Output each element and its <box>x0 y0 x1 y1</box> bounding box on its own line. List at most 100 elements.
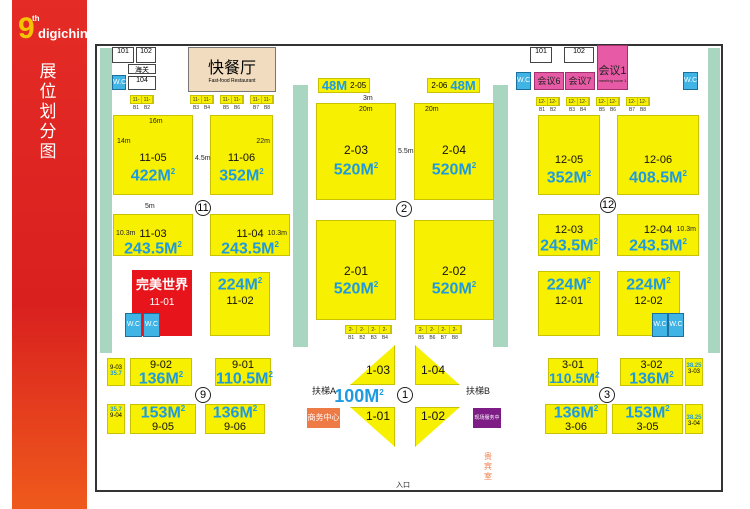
strip-booth[interactable]: 2-B8 <box>450 326 461 341</box>
booth-12-04[interactable]: 12-04 10.3m 243.5M2 <box>617 214 699 256</box>
booth-id: 2-03 <box>343 143 369 157</box>
booth-9-01[interactable]: 9-01 110.5M2 <box>215 358 273 388</box>
strip-booth[interactable]: 11-B3 <box>191 96 202 111</box>
booth-3-01[interactable]: 3-01 110.5M2 <box>548 358 599 386</box>
booth-area: 243.5 <box>540 237 581 255</box>
booth-11-01[interactable]: 完美世界 11-01 <box>132 270 192 336</box>
strip-booth[interactable]: 2-B3 <box>369 326 380 341</box>
strip-booth[interactable]: 2-B2 <box>357 326 369 341</box>
booth-2-03[interactable]: 20m 2-03 520M2 <box>316 103 396 200</box>
booth-3-06[interactable]: 136M2 3-06 <box>545 404 607 434</box>
strip-booth[interactable]: 11-B6 <box>232 96 243 111</box>
fast-food-en: Fast-food Restaurant <box>208 78 256 84</box>
booth-area: 408.5 <box>629 169 670 187</box>
unit-sup: 2 <box>274 240 279 249</box>
booth-11-03[interactable]: 11-03 10.3m 243.5M2 <box>113 214 193 258</box>
unit-sup: 2 <box>180 404 186 413</box>
unit-sup: 2 <box>666 276 671 285</box>
booth-2-06[interactable]: 2-06 48M <box>427 78 480 93</box>
strip-booth[interactable]: 11-B2 <box>142 96 153 111</box>
strip-booth[interactable]: 11-B5 <box>221 96 232 111</box>
hall-9-marker: 9 <box>195 387 211 403</box>
strip-booth[interactable]: 12-B8 <box>638 98 649 113</box>
unit-sup: 2 <box>665 404 670 413</box>
booth-area: 520 <box>333 280 361 298</box>
fast-food-restaurant: 快餐厅 Fast-food Restaurant <box>188 47 276 92</box>
booth-area: 110.5 <box>216 370 256 388</box>
booth-11-06[interactable]: 11-06 352M2 22m <box>210 115 273 195</box>
unit: M <box>655 370 670 388</box>
booth-id: 3-06 <box>564 421 588 433</box>
strip-booth[interactable]: 12-B3 <box>567 98 578 113</box>
strip-booth[interactable]: 12-B5 <box>597 98 608 113</box>
strip-booth[interactable]: 12-B2 <box>548 98 559 113</box>
strip-booth[interactable]: 11-B4 <box>202 96 213 111</box>
strip-booth[interactable]: 12-B1 <box>537 98 548 113</box>
booth-9-05[interactable]: 153M2 9-05 <box>130 404 196 434</box>
booth-id: 3-04 <box>687 421 700 427</box>
booth-2-04[interactable]: 20m 2-04 520M2 <box>414 103 494 200</box>
unit-sup: 2 <box>593 237 598 246</box>
dim: 10.3m <box>676 226 696 233</box>
booth-2-01[interactable]: 2-01 520M2 <box>316 220 396 320</box>
booth-11-05[interactable]: 11-05 422M2 16m 14m <box>113 115 193 195</box>
booth-area: 153 <box>140 404 168 422</box>
green-strip <box>708 48 720 353</box>
booth-area: 520 <box>333 161 361 179</box>
booth-9-02[interactable]: 9-02 136M2 <box>130 358 192 387</box>
booth-11-02[interactable]: 224M2 11-02 <box>210 272 270 336</box>
booth-area: 136 <box>212 404 240 422</box>
strip-booth[interactable]: 2-B7 <box>439 326 450 341</box>
unit: M <box>245 167 260 185</box>
unit: M <box>652 276 667 294</box>
room-101: 101 <box>112 47 134 63</box>
unit: M <box>244 276 258 294</box>
booth-id: 9-05 <box>151 421 175 433</box>
booth-12-01[interactable]: 224M2 12-01 <box>538 271 600 336</box>
booth-id: 1-04 <box>420 363 446 377</box>
booth-id: 11-01 <box>149 297 175 308</box>
booth-3-05[interactable]: 153M2 3-05 <box>612 404 683 434</box>
booth-id: 1-01 <box>365 409 391 423</box>
booth-12-05[interactable]: 12-05 352M2 <box>538 115 600 195</box>
booth-id: 2-01 <box>343 264 369 278</box>
booth-11-04[interactable]: 11-04 10.3m 243.5M2 <box>210 214 290 257</box>
strip-booth[interactable]: 11-B1 <box>131 96 142 111</box>
strip-booth[interactable]: 2-B5 <box>416 326 428 341</box>
booth-3-02[interactable]: 3-02 136M2 <box>620 358 683 388</box>
booth-9-06[interactable]: 136M2 9-06 <box>205 404 265 434</box>
strip-booth[interactable]: 12-B7 <box>627 98 638 113</box>
strip-booth[interactable]: 2-B6 <box>427 326 439 341</box>
booth-id: 11-03 <box>139 228 167 240</box>
booth-2-05[interactable]: 48M 2-05 <box>318 78 370 93</box>
strip-booth[interactable]: 11-B7 <box>251 96 262 111</box>
hall-1-area: 100M2 <box>328 387 390 405</box>
strip-booth[interactable]: 2-B1 <box>346 326 358 341</box>
booth-area: 243.5 <box>124 240 165 258</box>
strip-booth[interactable]: 11-B8 <box>262 96 273 111</box>
strip-booth[interactable]: 12-B6 <box>608 98 619 113</box>
booth-12-06[interactable]: 12-06 408.5M2 <box>617 115 699 195</box>
booth-area: 224 <box>217 276 245 294</box>
strip-booth[interactable]: 12-B4 <box>578 98 589 113</box>
unit: M <box>167 404 181 422</box>
booth-area: 100 <box>334 386 365 406</box>
booth-id: 3-05 <box>636 421 659 433</box>
strip-booth[interactable]: 2-B4 <box>380 326 391 341</box>
booth-2-02[interactable]: 2-02 520M2 <box>414 220 494 320</box>
booth-12-03[interactable]: 12-03 243.5M2 <box>538 214 600 256</box>
